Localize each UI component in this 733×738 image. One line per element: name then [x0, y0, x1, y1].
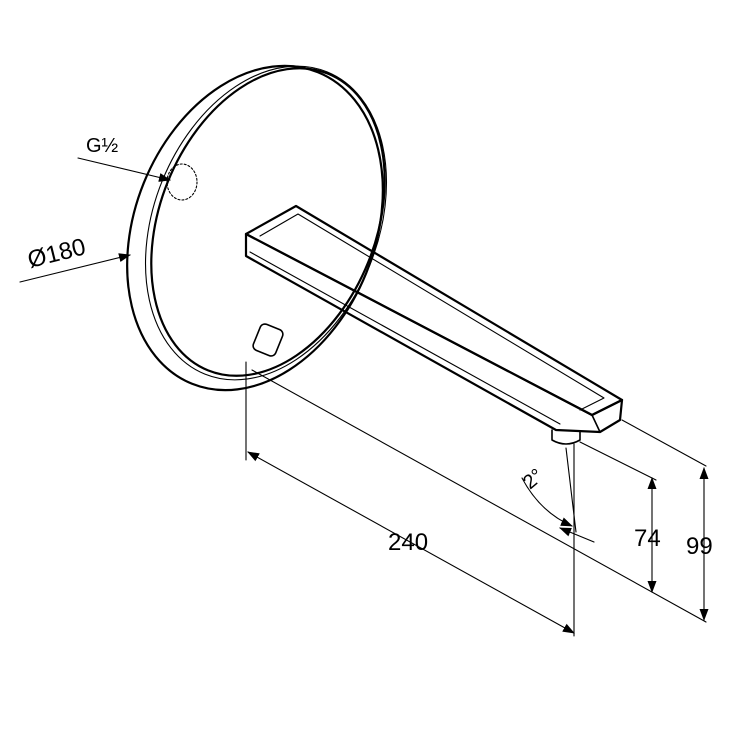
angle-tick	[559, 527, 595, 543]
spout-top-highlight	[259, 213, 605, 411]
thread-label: G½	[86, 135, 119, 157]
angle-arc	[521, 477, 573, 527]
ext-line-wall-base	[251, 369, 707, 623]
spout-tip-edge	[591, 414, 601, 433]
length-label: 240	[388, 529, 428, 556]
wall-rosette	[126, 64, 388, 392]
thread-leader	[77, 157, 171, 182]
dimensions: G½ Ø180 240 2° 74 99	[19, 135, 713, 637]
diameter-leader	[19, 253, 131, 283]
angle-ref-line	[565, 447, 577, 533]
ext-line-99-top	[621, 419, 707, 467]
height-spout-label: 74	[634, 525, 661, 552]
spout-seam	[249, 251, 561, 425]
sensor-window	[252, 323, 284, 357]
spout-side-face	[244, 232, 624, 434]
aerator	[551, 429, 581, 445]
dim-line-240	[247, 451, 575, 634]
angle-label: 2°	[519, 465, 548, 494]
ext-line-74-top	[579, 441, 657, 481]
height-total-label: 99	[686, 533, 713, 560]
spout-top-face	[244, 204, 624, 417]
thread-indicator	[166, 163, 198, 201]
spout	[244, 204, 624, 445]
